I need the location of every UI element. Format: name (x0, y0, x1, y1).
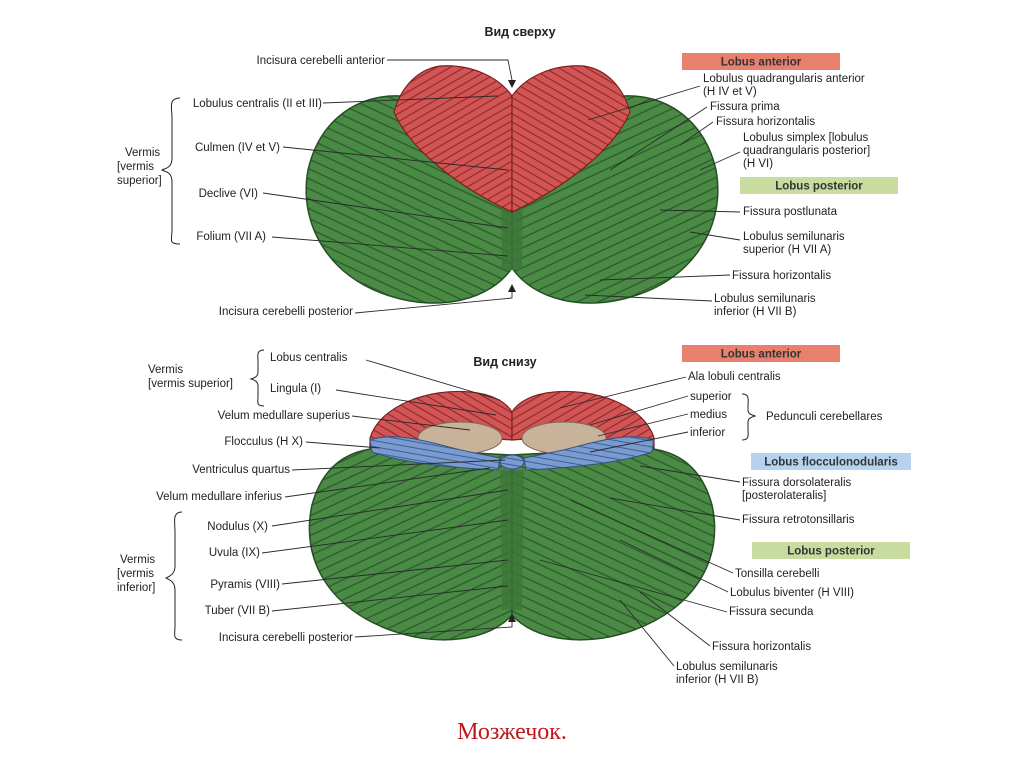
label-incisura-anterior: Incisura cerebelli anterior (257, 55, 386, 67)
label-fissura-dorsolateralis: Fissura dorsolateralis[posterolateralis] (742, 477, 852, 502)
label-lobulus-biventer: Lobulus biventer (H VIII) (730, 587, 854, 599)
svg-text:Vermis: Vermis (120, 554, 155, 566)
label-velum-inferius: Velum medullare inferius (156, 491, 282, 503)
svg-text:Lobus posterior: Lobus posterior (775, 181, 863, 193)
svg-text:[vermis superior]: [vermis superior] (148, 378, 233, 390)
label-nodulus: Nodulus (X) (207, 521, 268, 533)
label-incisura-posterior-bottom: Incisura cerebelli posterior (219, 632, 353, 644)
label-incisura-posterior-top: Incisura cerebelli posterior (219, 306, 353, 318)
label-folium: Folium (VII A) (196, 231, 266, 243)
label-tonsilla-cerebelli: Tonsilla cerebelli (735, 568, 819, 580)
label-declive: Declive (VI) (199, 188, 259, 200)
vermis-superior-bracket-bottom: Vermis [vermis superior] (148, 349, 265, 407)
label-ventriculus-quartus: Ventriculus quartus (192, 464, 290, 476)
label-flocculus: Flocculus (H X) (224, 436, 303, 448)
label-pedunculi-cerebellares: Pedunculi cerebellares (766, 411, 883, 423)
label-peduncle-inferior: inferior (690, 427, 725, 439)
label-culmen: Culmen (IV et V) (195, 142, 280, 154)
top-lobus-anterior-box: Lobus anterior (682, 53, 840, 70)
svg-text:Lobus anterior: Lobus anterior (721, 57, 802, 69)
label-fissura-postlunata: Fissura postlunata (743, 206, 838, 218)
label-tuber: Tuber (VII B) (205, 605, 271, 617)
bottom-view-title: Вид снизу (473, 355, 536, 369)
label-lingula: Lingula (I) (270, 383, 321, 395)
svg-text:Vermis: Vermis (125, 147, 160, 159)
label-peduncle-superior: superior (690, 391, 732, 403)
top-view-title: Вид сверху (484, 25, 555, 39)
label-fissura-secunda: Fissura secunda (729, 606, 814, 618)
svg-text:inferior]: inferior] (117, 582, 155, 594)
label-peduncle-medius: medius (690, 409, 727, 421)
top-view: Вид сверху Incisura cerebelli anterior L… (117, 25, 898, 318)
svg-text:[vermis: [vermis (117, 161, 154, 173)
svg-text:Lobus anterior: Lobus anterior (721, 349, 802, 361)
label-quadrangularis-anterior: Lobulus quadrangularis anterior(H IV et … (703, 73, 865, 98)
top-lobus-anterior-shape (393, 65, 631, 213)
svg-text:superior]: superior] (117, 175, 162, 187)
bottom-cerebellum-body (308, 447, 716, 641)
label-velum-superius: Velum medullare superius (218, 410, 351, 422)
bottom-lobus-flocculonodularis-box: Lobus flocculonodularis (751, 453, 911, 470)
top-lobus-posterior-box: Lobus posterior (740, 177, 898, 194)
label-ala-lobuli-centralis: Ala lobuli centralis (688, 371, 781, 383)
label-uvula: Uvula (IX) (209, 547, 260, 559)
bottom-view: Вид снизу (117, 345, 911, 686)
pedunculi-bracket (741, 393, 757, 441)
label-fissura-prima: Fissura prima (710, 101, 780, 113)
label-fissura-horizontalis-top-2: Fissura horizontalis (732, 270, 831, 282)
label-lobus-centralis: Lobus centralis (270, 352, 348, 364)
bottom-lobus-posterior-box: Lobus posterior (752, 542, 910, 559)
label-fissura-horizontalis-bottom: Fissura horizontalis (712, 641, 811, 653)
label-lobulus-centralis: Lobulus centralis (II et III) (193, 98, 322, 110)
svg-text:Lobus flocculonodularis: Lobus flocculonodularis (764, 457, 898, 469)
label-fissura-horizontalis-top-1: Fissura horizontalis (716, 116, 815, 128)
svg-text:Vermis: Vermis (148, 364, 183, 376)
svg-text:Lobus posterior: Lobus posterior (787, 546, 875, 558)
caption: Мозжечок. (457, 719, 567, 745)
bottom-lobus-anterior-box: Lobus anterior (682, 345, 840, 362)
vermis-superior-bracket-top: Vermis [vermis superior] (117, 97, 181, 245)
vermis-inferior-bracket: Vermis [vermis inferior] (117, 511, 183, 641)
svg-text:[vermis: [vermis (117, 568, 154, 580)
label-fissura-retrotonsillaris: Fissura retrotonsillaris (742, 514, 855, 526)
label-pyramis: Pyramis (VIII) (210, 579, 280, 591)
